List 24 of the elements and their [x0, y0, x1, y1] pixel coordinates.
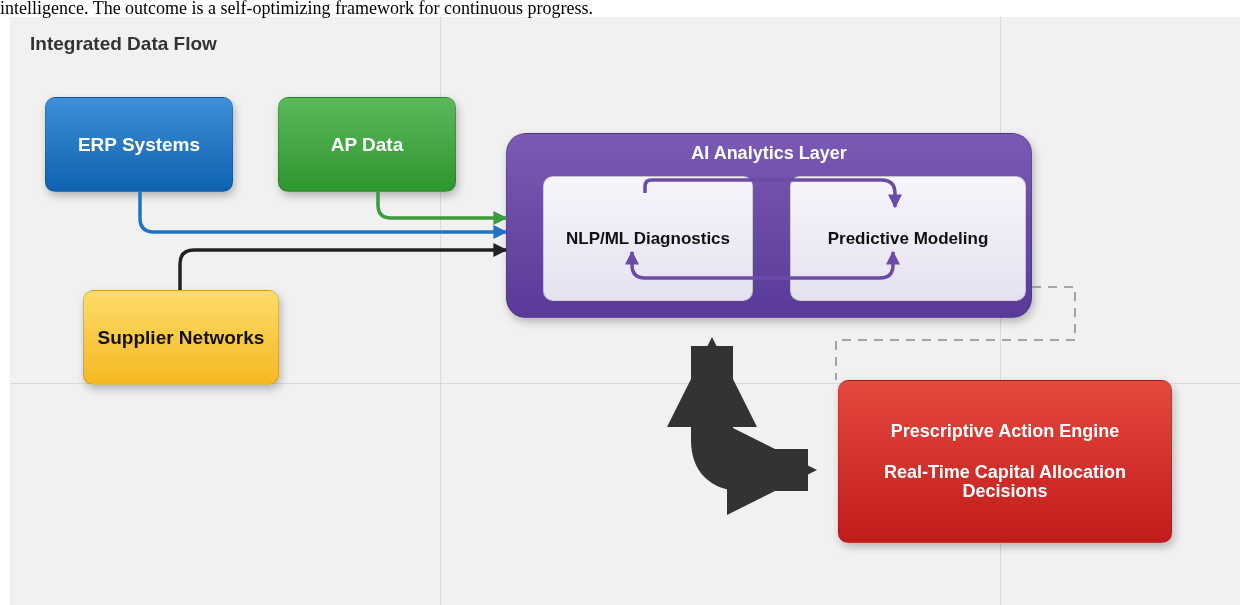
diagram-title: Integrated Data Flow	[30, 33, 217, 55]
box-label: Prescriptive Action Engine	[890, 422, 1120, 442]
arrow	[178, 243, 508, 290]
process-box	[543, 176, 753, 301]
layer-title: AI Analytics Layer	[691, 144, 847, 163]
process-box	[278, 97, 456, 192]
process-box	[838, 380, 1172, 543]
process-box	[45, 97, 233, 192]
process-box	[83, 290, 279, 385]
arrow	[643, 178, 902, 209]
process-box	[790, 176, 1026, 301]
box-label: Predictive Modeling	[827, 229, 989, 248]
double-arrow	[667, 337, 817, 515]
caption-text: intelligence. The outcome is a self-optimizing framework for continuous progress.	[0, 0, 594, 18]
box-label: AP Data	[330, 134, 404, 155]
box-label: Supplier Networks	[97, 327, 265, 348]
arrow	[625, 250, 900, 280]
box-label: ERP Systems	[77, 134, 201, 155]
dashed-connector	[835, 286, 1076, 381]
arrow	[138, 192, 508, 239]
arrow	[376, 192, 508, 225]
box-label: Real-Time Capital Allocation Decisions	[882, 463, 1128, 501]
box-label: NLP/ML Diagnostics	[565, 229, 730, 248]
layer-container	[506, 133, 1032, 318]
